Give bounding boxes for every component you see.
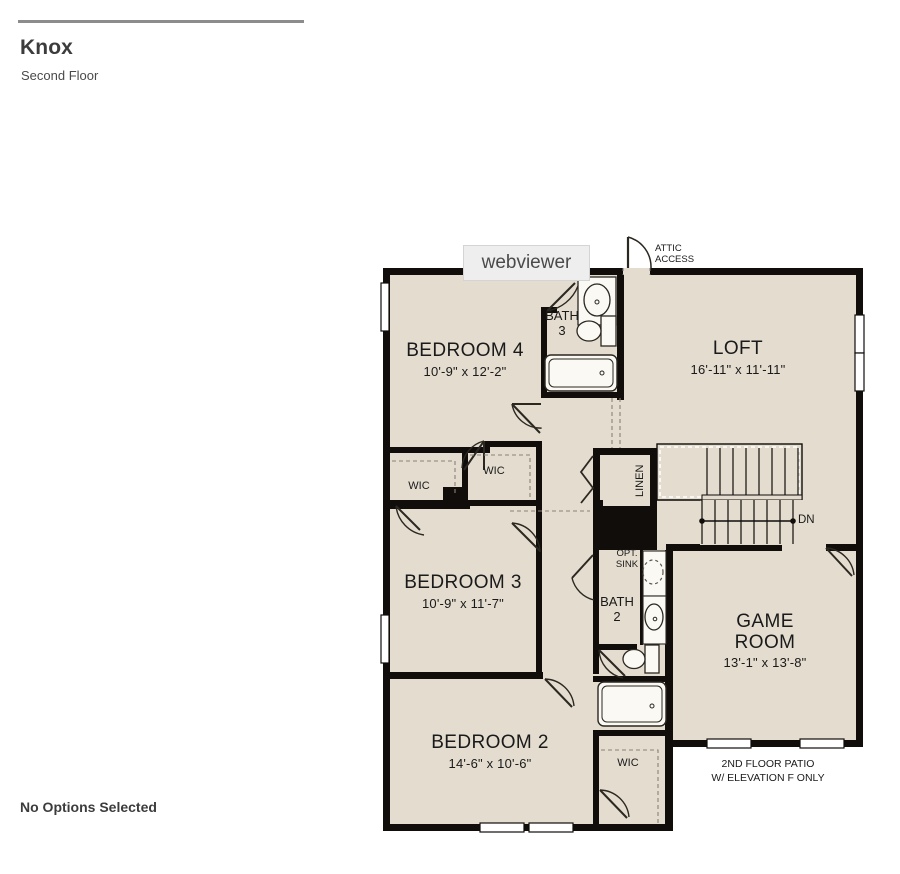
door-wic-bed2 (599, 789, 630, 819)
room-label-bath2: BATH 2 (593, 594, 641, 625)
door-bath2-hall (571, 554, 595, 601)
room-name-gameroom-line1: GAME (736, 611, 794, 632)
staircase-group (656, 443, 803, 545)
door-bath2-inner (598, 649, 626, 679)
window-bedroom4 (380, 282, 390, 332)
doors-group (395, 236, 855, 819)
door-gameroom (825, 547, 855, 577)
header-divider (18, 20, 304, 23)
bathtub-bath2 (597, 681, 667, 727)
bath2-number: 2 (613, 608, 621, 624)
room-label-bath3: BATH 3 (536, 308, 588, 339)
door-bedroom3 (511, 522, 541, 553)
webviewer-watermark: webviewer (463, 245, 590, 281)
room-label-bedroom2: BEDROOM 2 14'-6" x 10'-6" (370, 732, 610, 771)
bathtub-bath3 (544, 354, 618, 392)
page-title: Knox (20, 36, 73, 59)
attic-access-line1: ATTIC (655, 243, 682, 254)
door-bedroom4 (511, 403, 542, 434)
attic-access-line2: ACCESS (655, 254, 695, 266)
patio-note-line2: W/ ELEVATION F ONLY (711, 771, 825, 784)
room-name-bedroom3: BEDROOM 3 (404, 572, 522, 593)
window-bedroom2-right (528, 822, 574, 833)
annotation-opt-sink: OPT. SINK (605, 548, 649, 571)
room-name-loft: LOFT (712, 338, 764, 359)
annotation-stair-direction: DN (798, 514, 815, 526)
closet-label-wic-bed4-right: WIC (483, 465, 505, 477)
door-attic-access (622, 236, 652, 275)
room-dimensions-loft: 16'-11" x 11'-11" (690, 361, 786, 377)
interior-walls (383, 275, 856, 831)
room-dimensions-bedroom2: 14'-6" x 10'-6" (448, 755, 532, 771)
closet-label-linen: LINEN (634, 464, 646, 497)
door-wic-bed4-left (395, 505, 425, 536)
door-bath3 (546, 282, 579, 312)
window-loft-lower (854, 352, 865, 392)
bath2-name: BATH (600, 594, 634, 609)
room-name-gameroom-line2: ROOM (734, 631, 796, 653)
dashed-detail-group (392, 398, 659, 824)
opt-sink-line1: OPT. (616, 548, 638, 559)
room-label-gameroom: GAME ROOM 13'-1" x 13'-8" (645, 611, 885, 671)
optional-sink (642, 559, 664, 585)
patio-door-left (706, 738, 752, 749)
annotation-patio-note: 2ND FLOOR PATIO W/ ELEVATION F ONLY (673, 758, 863, 785)
room-dimensions-gameroom: 13'-1" x 13'-8" (723, 655, 807, 671)
closet-label-wic-bed2: WIC (617, 757, 639, 769)
windows-group (380, 282, 865, 833)
options-status-text: No Options Selected (20, 799, 157, 815)
page-subtitle: Second Floor (21, 68, 99, 83)
bath2-fixtures (597, 550, 667, 727)
room-label-bedroom3: BEDROOM 3 10'-9" x 11'-7" (343, 572, 583, 611)
closet-label-wic-bed4-left: WIC (408, 480, 430, 492)
window-bedroom2-left (479, 822, 525, 833)
room-label-bedroom4: BEDROOM 4 10'-9" x 12'-2" (345, 340, 585, 379)
bath3-number: 3 (558, 322, 566, 338)
window-bedroom3 (380, 614, 390, 664)
patio-note-line1: 2ND FLOOR PATIO (721, 758, 815, 770)
bath3-name: BATH (545, 308, 579, 323)
room-dimensions-bedroom4: 10'-9" x 12'-2" (423, 363, 507, 379)
door-bedroom2 (544, 678, 575, 708)
room-label-loft: LOFT 16'-11" x 11'-11" (618, 338, 858, 377)
room-name-bedroom4: BEDROOM 4 (406, 340, 524, 361)
patio-door-right (799, 738, 845, 749)
toilet-bath2 (622, 648, 646, 670)
annotation-attic-access: ATTIC ACCESS (655, 243, 717, 266)
bath3-fixtures (544, 276, 618, 392)
opt-sink-line2: SINK (615, 559, 639, 571)
room-name-bedroom2: BEDROOM 2 (431, 732, 549, 753)
room-dimensions-bedroom3: 10'-9" x 11'-7" (422, 595, 504, 611)
toilet-bath3 (576, 320, 602, 342)
door-linen (579, 455, 595, 504)
